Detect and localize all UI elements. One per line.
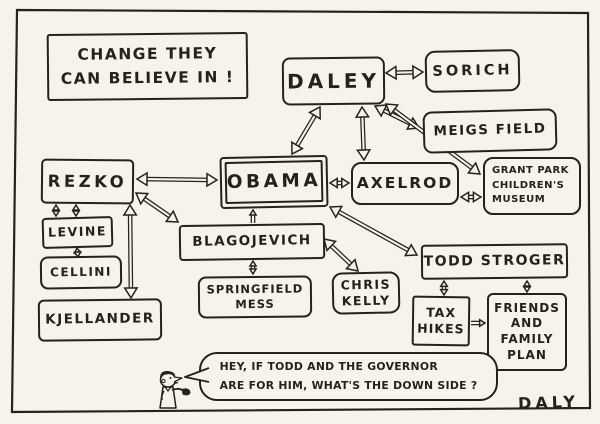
cartoonist-figure-icon — [159, 370, 191, 409]
speech-bubble: HEY, IF TODD AND THE GOVERNOR ARE FOR HI… — [199, 352, 498, 401]
edge-obama-axelrod — [328, 177, 351, 189]
edge-blagojevich-obama — [248, 208, 258, 223]
edge-daley-sorich — [384, 64, 425, 81]
edge-rezko-obama — [135, 171, 219, 188]
node-meigs-field: MEIGS FIELD — [422, 108, 558, 154]
node-label-friends-and-family-plan: FRIENDS AND FAMILY PLAN — [494, 300, 560, 362]
node-label-rezko: REZKO — [47, 171, 128, 192]
edge-todd-stroger-tax-hikes — [439, 279, 449, 297]
edge-blagojevich-chris-kelly — [322, 238, 360, 272]
speech-bubble-text: HEY, IF TODD AND THE GOVERNOR ARE FOR HI… — [219, 359, 478, 392]
node-daley: DALEY — [281, 56, 386, 106]
node-label-springfield-mess: SPRINGFIELD MESS — [206, 281, 304, 312]
node-label-cellini: CELLINI — [50, 264, 112, 280]
node-label-todd-stroger: TODD STROGER — [423, 252, 566, 271]
node-label-sorich: SORICH — [432, 61, 513, 80]
node-sorich: SORICH — [424, 49, 521, 93]
node-rezko: REZKO — [40, 158, 135, 205]
node-obama: OBAMA — [219, 154, 329, 210]
node-label-tax-hikes: TAX HIKES — [417, 304, 465, 337]
edge-todd-stroger-friends-and-family-plan — [522, 279, 532, 294]
border-frame — [10, 8, 592, 414]
edge-daley-axelrod — [354, 105, 372, 162]
edge-rezko-levine — [51, 203, 61, 218]
node-label-blagojevich: BLAGOJEVICH — [192, 232, 312, 251]
node-cellini: CELLINI — [39, 255, 123, 290]
edge-rezko-kjellander — [122, 203, 139, 300]
node-label-chris-kelly: CHRIS KELLY — [340, 276, 392, 309]
node-blagojevich: BLAGOJEVICH — [178, 222, 326, 262]
node-chris-kelly: CHRIS KELLY — [331, 271, 401, 315]
node-label-levine: LEVINE — [47, 223, 108, 241]
node-friends-and-family-plan: FRIENDS AND FAMILY PLAN — [487, 293, 567, 371]
edge-tax-hikes-friends-and-family-plan — [471, 318, 487, 328]
artist-signature: DALY — [517, 391, 580, 414]
node-label-kjellander: KJELLANDER — [45, 310, 155, 328]
node-label-daley: DALEY — [286, 68, 381, 94]
title-text: CHANGE THEY CAN BELIEVE IN ! — [60, 44, 235, 88]
node-label-obama: OBAMA — [226, 169, 322, 193]
edge-rezko-levine — [71, 203, 81, 218]
node-grant-park-childrens-museum: GRANT PARK CHILDREN'S MUSEUM — [483, 157, 581, 215]
edge-obama-todd-stroger — [328, 205, 419, 257]
speech-bubble-tail — [184, 367, 210, 383]
node-todd-stroger: TODD STROGER — [420, 243, 569, 280]
node-springfield-mess: SPRINGFIELD MESS — [197, 275, 313, 319]
node-kjellander: KJELLANDER — [37, 298, 163, 342]
node-axelrod: AXELROD — [351, 162, 459, 205]
title-box: CHANGE THEY CAN BELIEVE IN ! — [46, 31, 249, 102]
edge-levine-cellini — [72, 246, 83, 259]
edge-axelrod-grant-park-childrens-museum — [459, 190, 483, 204]
edge-blagojevich-springfield-mess — [248, 259, 258, 276]
node-levine: LEVINE — [41, 216, 114, 249]
node-label-meigs-field: MEIGS FIELD — [433, 120, 547, 140]
edge-rezko-blagojevich — [134, 192, 180, 223]
node-label-grant-park-childrens-museum: GRANT PARK CHILDREN'S MUSEUM — [492, 165, 569, 206]
node-label-axelrod: AXELROD — [356, 174, 454, 193]
node-tax-hikes: TAX HIKES — [411, 295, 471, 347]
edge-daley-obama — [291, 105, 321, 156]
